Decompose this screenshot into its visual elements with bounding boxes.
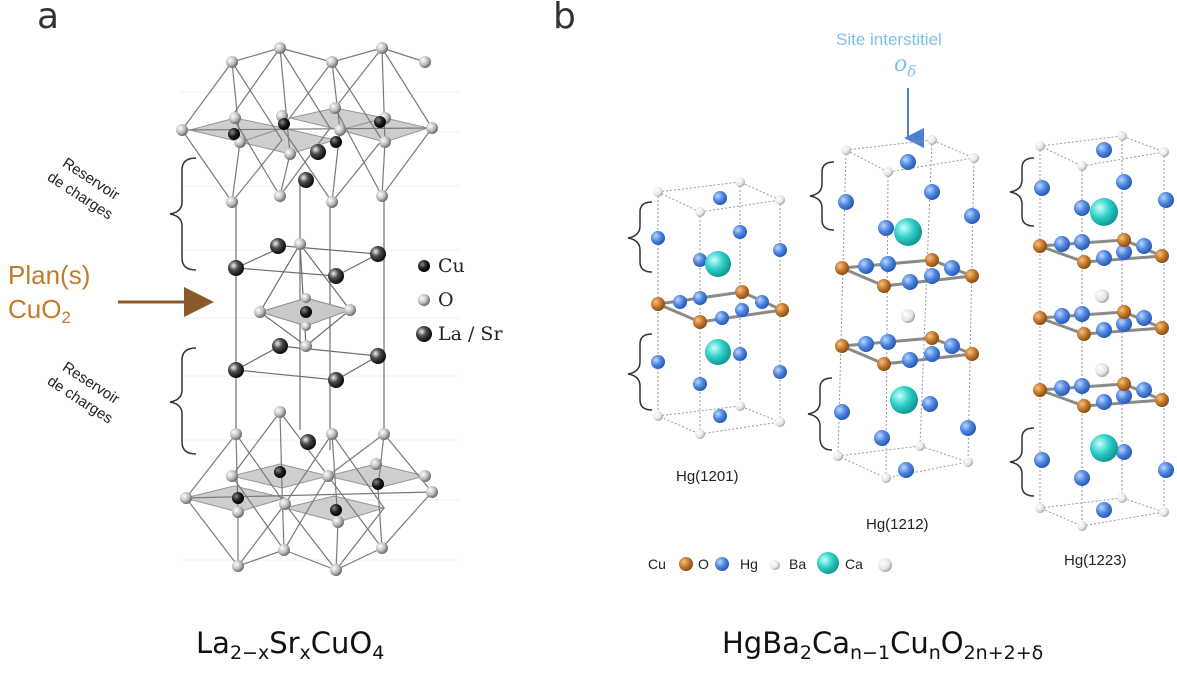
ca-legend-dot-b (878, 558, 892, 572)
la-sr-legend-dot (416, 326, 432, 342)
formula-sub: 2 (799, 642, 812, 664)
panel-a-formula: La2−xSrxCuO4 (196, 626, 384, 664)
panel-b-atoms (651, 131, 1174, 531)
formula-part: CuO (310, 626, 373, 660)
hg-legend-dot-b (770, 560, 780, 570)
panel-b-letter: b (553, 0, 576, 37)
cuo-sub: 2 (61, 308, 71, 327)
cuo2-formula: CuO2 (8, 292, 90, 335)
o-symbol: o (894, 52, 908, 77)
plan-word: Plan(s) (8, 260, 91, 290)
panel-b-formula: HgBa2Can−1CunO2n+2+δ (722, 626, 1043, 664)
formula-sub: n (928, 642, 941, 664)
cuo2-plane-label: Plan(s) CuO2 (8, 258, 90, 335)
formula-part: O (940, 626, 964, 660)
top-cuo2-planes (189, 107, 430, 155)
formula-part: La (196, 626, 230, 660)
legend-o-b: O (698, 556, 709, 572)
reservoir-braces-a (169, 157, 197, 455)
legend-cu-b: Cu (648, 556, 666, 572)
legend-ca-b: Ca (845, 556, 863, 572)
formula-sub: 2n+2+δ (963, 642, 1044, 664)
legend-hg-b: Hg (740, 556, 758, 572)
hg1212-cell (836, 139, 976, 479)
formula-sub: 2−x (229, 642, 270, 664)
o-delta-symbol: oδ (894, 52, 916, 80)
panel-a-letter: a (37, 0, 60, 37)
formula-sub: n−1 (850, 642, 891, 664)
o-legend-dot-b (715, 557, 729, 571)
o-legend-dot (418, 294, 430, 306)
delta-sub: δ (907, 62, 917, 81)
hg1212-label: Hg(1212) (866, 516, 929, 533)
legend-o-label: O (438, 289, 454, 311)
cu-legend-dot (418, 260, 430, 272)
cuo-text: CuO (8, 294, 62, 324)
hg1223-label: Hg(1223) (1064, 552, 1127, 569)
legend-ba-b: Ba (789, 556, 807, 572)
reservoir-braces-b (627, 157, 1035, 497)
hg1201-label: Hg(1201) (676, 468, 739, 485)
legend-la-sr-label: La / Sr (438, 323, 503, 345)
panel-a-atoms (176, 42, 438, 576)
formula-part: Ca (811, 626, 851, 660)
legend-cu-label: Cu (438, 255, 465, 277)
formula-part: HgBa (722, 626, 800, 660)
formula-part: Sr (269, 626, 300, 660)
formula-sub: x (299, 642, 311, 664)
cu-legend-dot-b (679, 557, 693, 571)
formula-sub: 4 (372, 642, 385, 664)
ba-legend-dot-b (817, 552, 839, 574)
interstitial-site-label: Site interstitiel (836, 30, 942, 49)
formula-part: Cu (890, 626, 929, 660)
